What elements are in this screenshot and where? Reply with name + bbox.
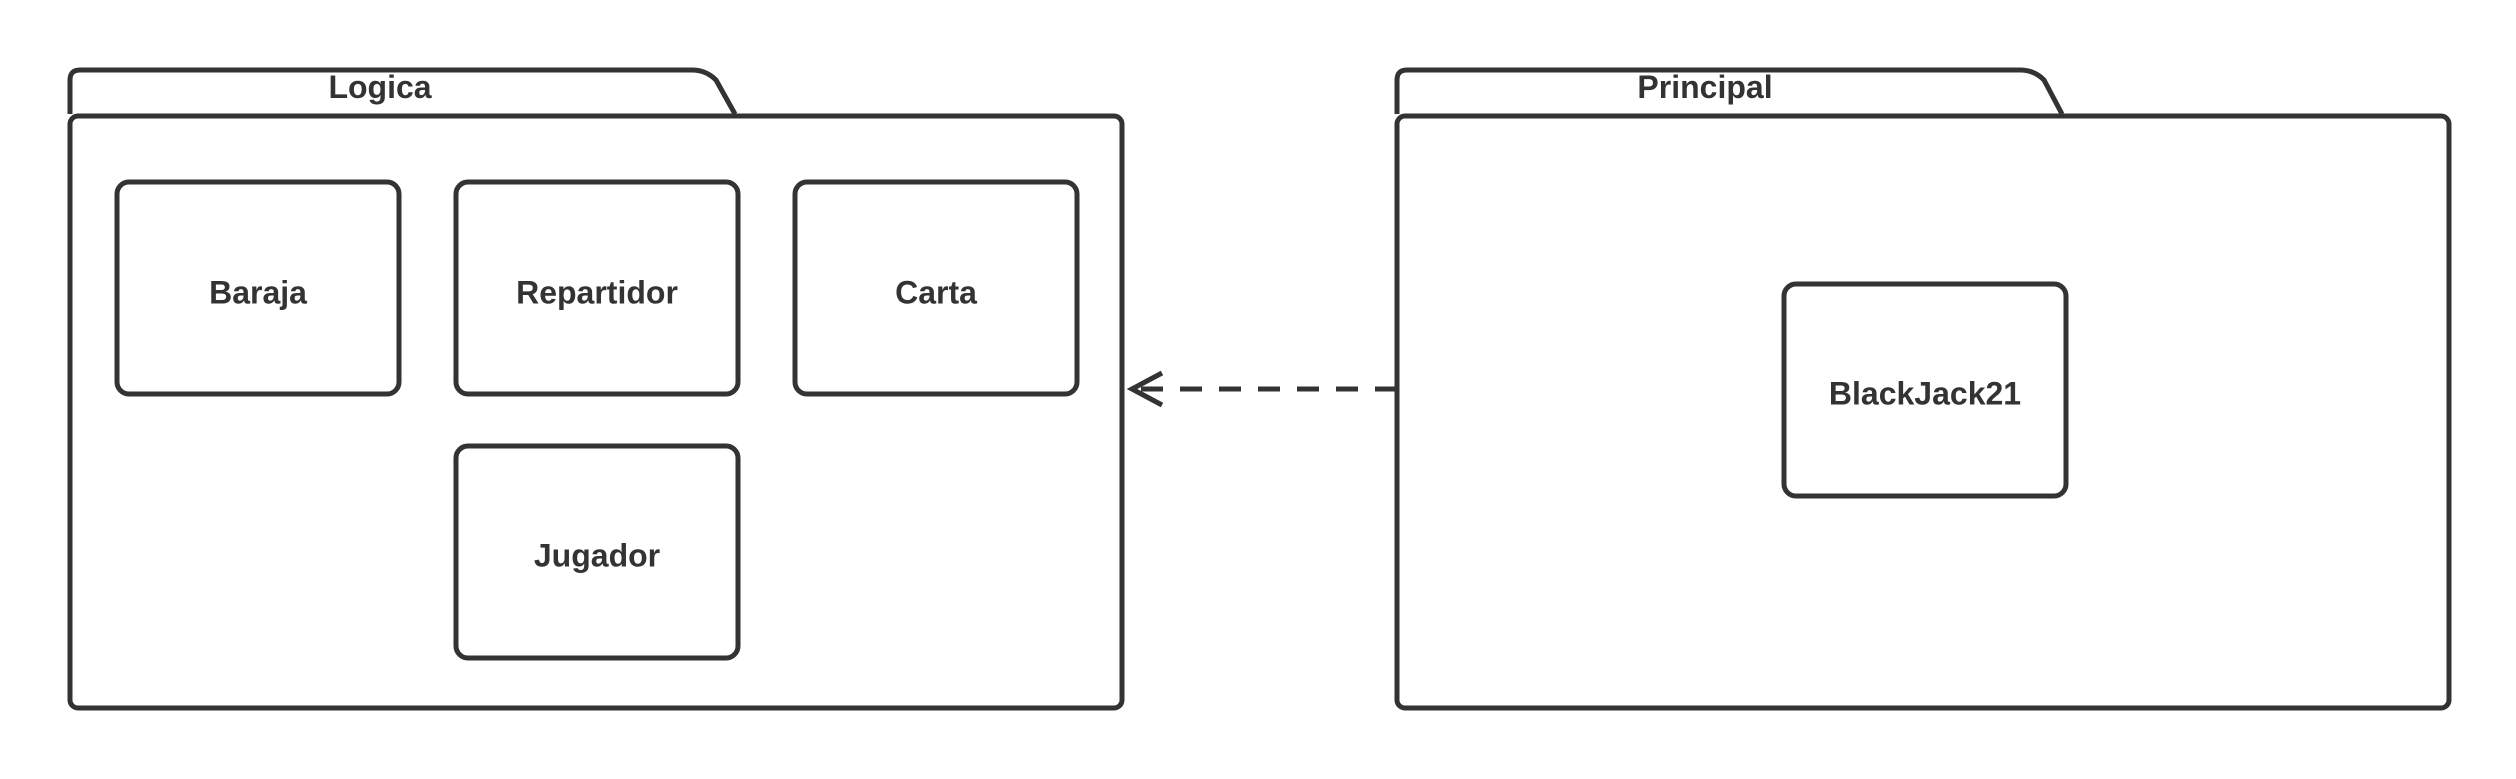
package-principal[interactable]: Principal BlackJack21 bbox=[1394, 67, 2452, 711]
package-principal-title: Principal bbox=[1637, 69, 1772, 105]
package-logica-title: Logica bbox=[328, 69, 431, 105]
class-blackjack21[interactable]: BlackJack21 bbox=[1781, 281, 2069, 499]
class-jugador-box bbox=[453, 443, 741, 661]
package-logica[interactable]: Logica Baraja Repartidor Carta Jugador bbox=[67, 67, 1125, 711]
class-repartidor-label: Repartidor bbox=[516, 274, 678, 310]
class-blackjack21-box bbox=[1781, 281, 2069, 499]
open-arrowhead-icon bbox=[1126, 370, 1164, 408]
class-repartidor[interactable]: Repartidor bbox=[453, 179, 741, 397]
package-logica-tab bbox=[67, 67, 738, 116]
class-carta-label: Carta bbox=[895, 274, 977, 310]
class-baraja[interactable]: Baraja bbox=[114, 179, 402, 397]
package-principal-tab bbox=[1394, 67, 2065, 116]
class-carta-box bbox=[792, 179, 1080, 397]
class-jugador[interactable]: Jugador bbox=[453, 443, 741, 661]
class-jugador-label: Jugador bbox=[534, 537, 660, 573]
class-baraja-box bbox=[114, 179, 402, 397]
class-repartidor-box bbox=[453, 179, 741, 397]
class-carta[interactable]: Carta bbox=[792, 179, 1080, 397]
class-baraja-label: Baraja bbox=[209, 274, 307, 310]
class-blackjack21-label: BlackJack21 bbox=[1829, 375, 2021, 411]
dependency-arrow[interactable] bbox=[1126, 370, 1397, 408]
